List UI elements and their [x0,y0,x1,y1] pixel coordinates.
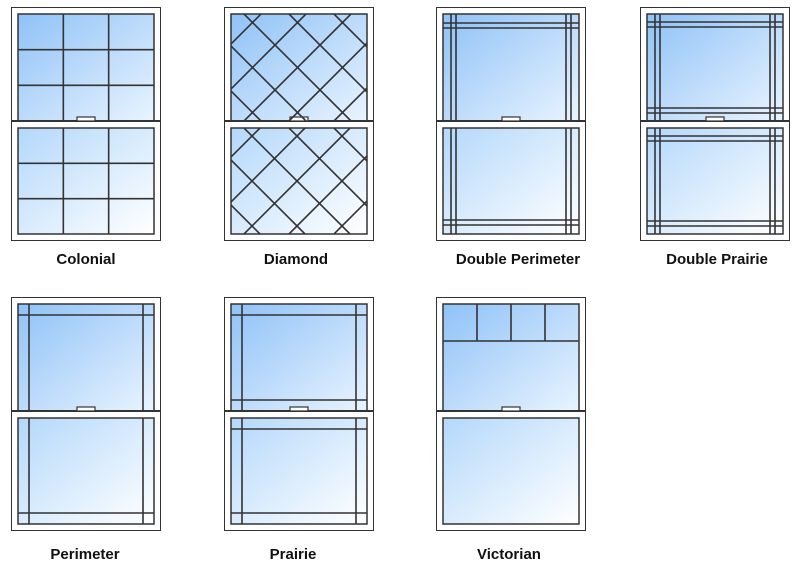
sash-lock [289,406,309,412]
lower-grille [647,128,783,234]
grille-bar [288,154,367,234]
upper-sash-glass [442,13,580,122]
double-prairie-caption: Double Prairie [666,251,768,268]
upper-grille [443,14,579,121]
grille-bar [231,128,261,159]
upper-sash-glass [230,303,368,412]
grille-bar [288,41,367,121]
sash-lock [705,116,725,122]
lower-sash-glass [442,417,580,525]
sash-lock [501,116,521,122]
upper-grille [443,304,579,342]
lower-sash-glass [230,127,368,235]
upper-sash-glass [17,13,155,122]
grille-bar [231,14,262,46]
lower-sash-glass [17,127,155,235]
victorian-caption: Victorian [477,546,541,563]
perimeter-caption: Perimeter [50,546,120,563]
lower-grille [18,128,154,234]
lower-sash-glass [230,417,368,525]
lower-sash-glass [646,127,784,235]
prairie-window [224,297,374,531]
double-prairie-window [640,7,790,241]
upper-sash-glass [17,303,155,412]
double-perimeter-window [436,7,586,241]
upper-grille [647,14,783,121]
lower-grille [443,128,579,234]
lower-sash-glass [17,417,155,525]
grille-bar [231,203,261,234]
perimeter-window [11,297,161,531]
sash-lock [76,406,96,412]
upper-grille [18,304,154,411]
grille-bar [333,14,367,49]
colonial-caption: Colonial [56,251,116,268]
grille-bar [231,14,307,91]
double-perimeter-caption: Double Perimeter [455,251,581,268]
upper-sash-glass [646,13,784,122]
grille-bar [333,86,367,121]
sash-lock [76,116,96,122]
lower-sash-glass [442,127,580,235]
victorian-window [436,297,586,531]
lower-grille [18,418,154,524]
grille-bar [333,199,367,234]
upper-grille [231,14,367,121]
sash-lock [501,406,521,412]
grille-bar [243,128,351,234]
grille-bar [231,128,306,204]
grille-bar [333,128,367,163]
diamond-window [224,7,374,241]
grille-bar [231,89,262,121]
prairie-caption: Prairie [269,546,317,563]
lower-grille [231,418,367,524]
grille-bar [243,14,352,121]
colonial-window [11,7,161,241]
upper-grille [18,14,154,121]
lower-grille [231,128,367,234]
upper-grille [231,304,367,411]
diamond-caption: Diamond [263,251,329,268]
